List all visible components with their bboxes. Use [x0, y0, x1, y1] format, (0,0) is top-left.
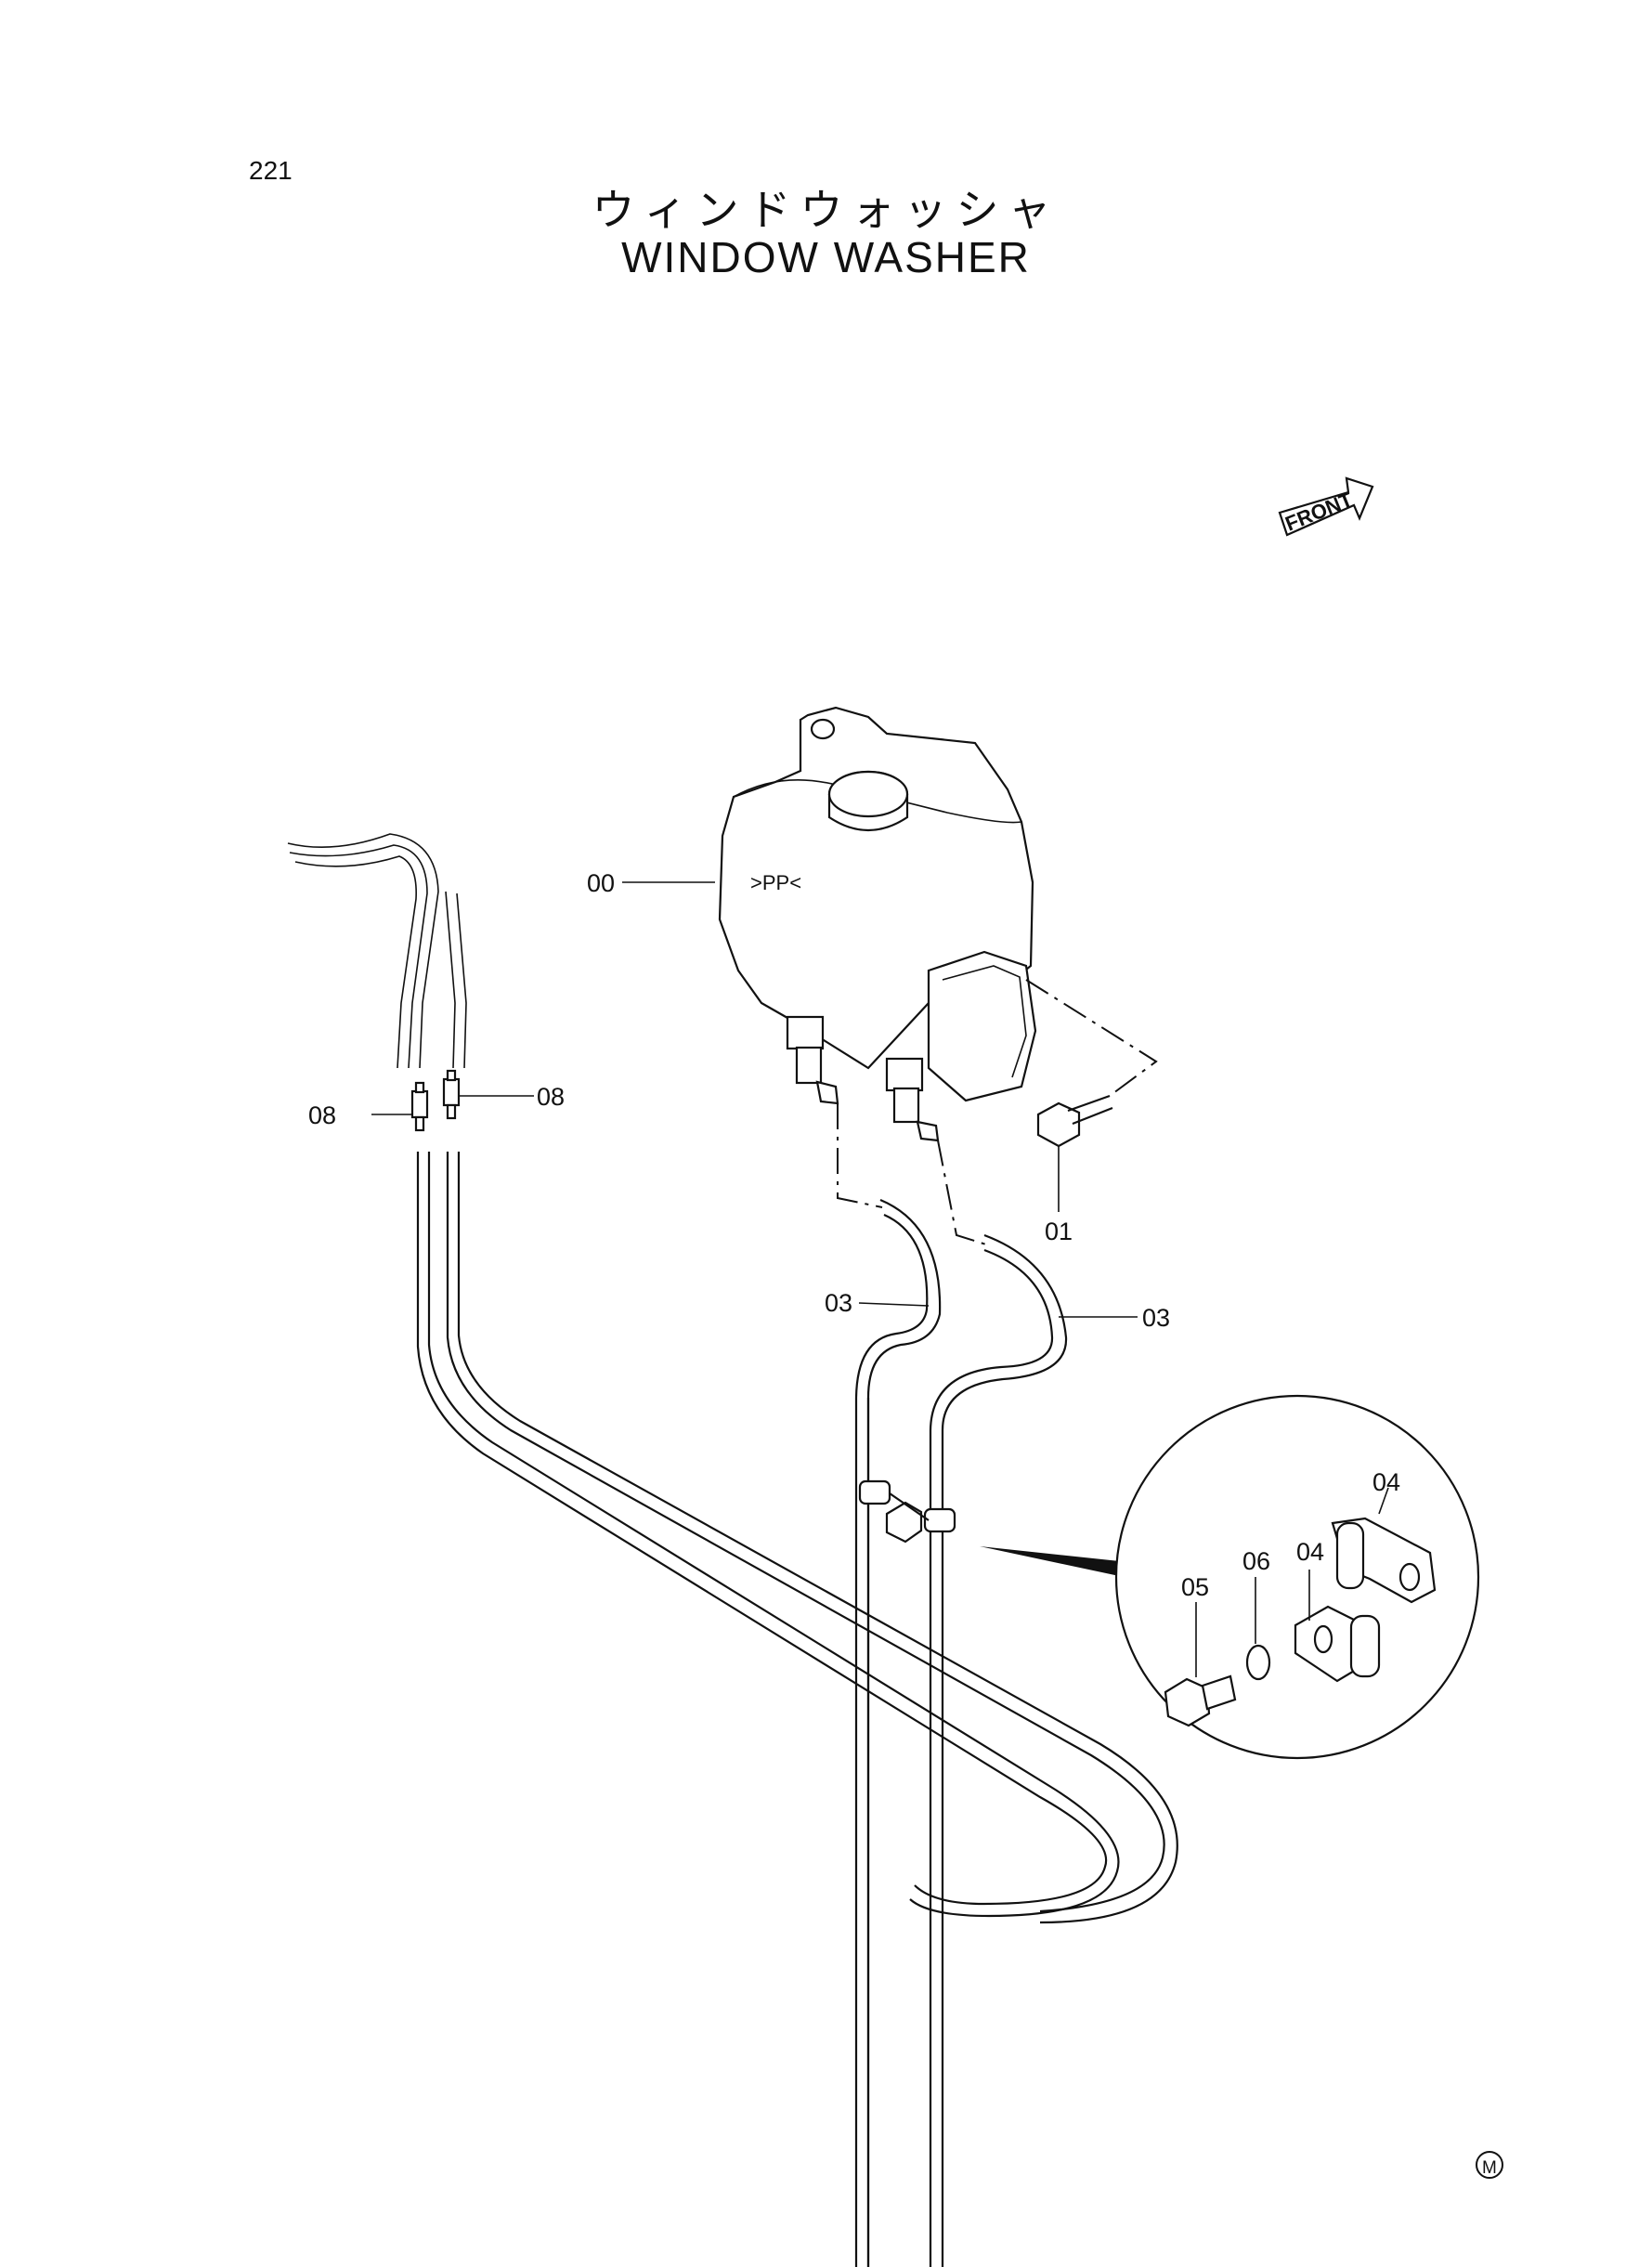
washer-hoses [854, 1198, 1068, 2267]
front-arrow-label: FRONT [1282, 488, 1357, 536]
front-arrow-icon: FRONT [1278, 476, 1374, 537]
hose-joints [410, 1069, 461, 1132]
callout-04-lower: 04 [1296, 1538, 1324, 1566]
long-hoses [287, 833, 1178, 1924]
callout-06: 06 [1242, 1547, 1270, 1575]
footer-mark-label: M [1482, 2158, 1497, 2178]
title-japanese: ウィンドウォッシャ [592, 185, 1060, 235]
leader-lines [371, 881, 1138, 1577]
callout-05: 05 [1181, 1573, 1209, 1601]
callout-03-left: 03 [825, 1289, 852, 1317]
callout-00: 00 [587, 869, 615, 897]
page-number: 221 [249, 156, 293, 185]
callout-08-right: 08 [537, 1083, 565, 1111]
washer-tank: >PP< [718, 706, 1037, 1142]
callout-08-left: 08 [308, 1101, 336, 1129]
title-english: WINDOW WASHER [621, 233, 1031, 281]
callout-04-upper: 04 [1372, 1468, 1400, 1496]
detail-view [1114, 1394, 1480, 1760]
footer-mark-icon: M [1476, 2151, 1503, 2179]
tank-material-marking: >PP< [750, 871, 801, 894]
callout-03-right: 03 [1142, 1304, 1170, 1332]
mounting-screw [1036, 1094, 1113, 1212]
callout-01: 01 [1045, 1218, 1073, 1245]
